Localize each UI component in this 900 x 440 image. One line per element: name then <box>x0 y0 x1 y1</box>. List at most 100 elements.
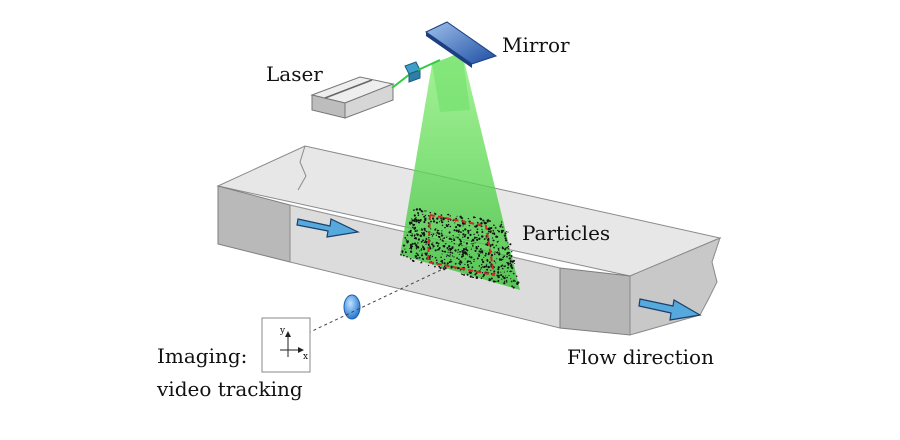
particle-dot <box>413 219 416 222</box>
particle-dot <box>457 236 459 239</box>
particle-dot <box>455 226 458 229</box>
particle-dot <box>414 230 417 233</box>
particle-dot <box>411 259 414 262</box>
particle-dot <box>480 251 482 254</box>
particle-dot <box>475 276 478 279</box>
particle-dot <box>413 209 415 211</box>
particle-dot <box>496 258 498 260</box>
particle-dot <box>506 276 508 279</box>
particle-dot <box>499 259 501 261</box>
particle-dot <box>417 219 420 222</box>
particle-dot <box>448 238 450 240</box>
particle-dot <box>448 231 451 234</box>
particle-dot <box>478 254 481 257</box>
particle-dot <box>429 211 432 214</box>
particle-dot <box>409 231 412 234</box>
particle-dot <box>439 267 442 269</box>
particle-dot <box>471 239 474 242</box>
particle-dot <box>460 273 463 275</box>
particle-dot <box>411 220 413 222</box>
particle-dot <box>422 247 426 251</box>
particle-dot <box>470 229 472 231</box>
particle-dot <box>446 225 449 228</box>
particle-dot <box>503 282 506 285</box>
particle-dot <box>442 217 445 219</box>
particle-dot <box>420 209 423 212</box>
particle-dot <box>432 245 435 248</box>
particle-dot <box>435 241 438 245</box>
particle-dot <box>442 245 445 247</box>
particle-dot <box>423 221 426 224</box>
particle-dot <box>431 256 433 258</box>
particle-dot <box>455 236 457 238</box>
particle-dot <box>504 237 507 240</box>
particle-dot <box>474 273 477 276</box>
particle-dot <box>449 254 451 256</box>
particle-dot <box>506 262 508 264</box>
particle-dot <box>469 275 472 278</box>
particle-dot <box>447 213 450 216</box>
particle-dot <box>495 235 498 238</box>
particle-dot <box>512 286 515 289</box>
particle-dot <box>474 236 476 238</box>
particle-dot <box>478 253 480 256</box>
particle-dot <box>489 227 492 229</box>
particle-dot <box>476 221 479 224</box>
particle-dot <box>475 247 478 250</box>
particle-dot <box>446 262 449 265</box>
particle-dot <box>507 263 510 266</box>
particle-dot <box>434 249 437 251</box>
particle-dot <box>442 240 444 242</box>
particle-dot <box>462 233 465 236</box>
particle-dot <box>446 256 448 258</box>
particle-dot <box>434 228 437 231</box>
particle-dot <box>464 223 466 225</box>
axis-y-label: y <box>279 326 286 336</box>
particle-dot <box>422 246 425 249</box>
particle-dot <box>451 240 453 243</box>
particle-dot <box>508 275 510 277</box>
particle-dot <box>509 243 512 246</box>
particle-dot <box>505 239 508 242</box>
particle-dot <box>414 234 416 236</box>
particle-dot <box>430 228 432 230</box>
particle-dot <box>423 215 426 218</box>
particle-dot <box>435 221 438 224</box>
particle-dot <box>450 238 452 241</box>
particle-dot <box>421 228 423 231</box>
particle-dot <box>486 259 489 262</box>
particle-dot <box>500 273 503 277</box>
particle-dot <box>454 249 457 252</box>
particle-dot <box>483 256 485 258</box>
particle-dot <box>464 258 466 260</box>
particle-dot <box>449 256 451 258</box>
particle-dot <box>497 272 499 274</box>
particle-dot <box>440 256 442 259</box>
particle-dot <box>474 242 476 244</box>
particle-dot <box>477 253 479 255</box>
particle-dot <box>497 266 500 269</box>
particle-dot <box>499 253 501 255</box>
particle-dot <box>436 229 439 232</box>
laser-label: Laser <box>266 62 323 86</box>
particle-dot <box>506 251 509 255</box>
particle-dot <box>410 218 413 220</box>
particle-dot <box>506 255 508 258</box>
axis-x-label: x <box>303 352 308 362</box>
particle-dot <box>512 279 515 282</box>
particle-dot <box>500 265 503 268</box>
particle-dot <box>490 230 492 232</box>
particle-dot <box>502 275 504 278</box>
particle-dot <box>497 275 500 279</box>
particle-dot <box>487 253 490 256</box>
particle-dot <box>423 241 426 244</box>
particle-dot <box>506 246 509 249</box>
particle-dot <box>434 265 436 268</box>
particle-dot <box>471 266 474 269</box>
particle-dot <box>441 224 444 227</box>
particle-dot <box>440 219 443 222</box>
particle-dot <box>481 231 484 233</box>
particle-dot <box>476 257 479 260</box>
particle-dot <box>515 275 518 277</box>
particle-dot <box>461 253 464 256</box>
